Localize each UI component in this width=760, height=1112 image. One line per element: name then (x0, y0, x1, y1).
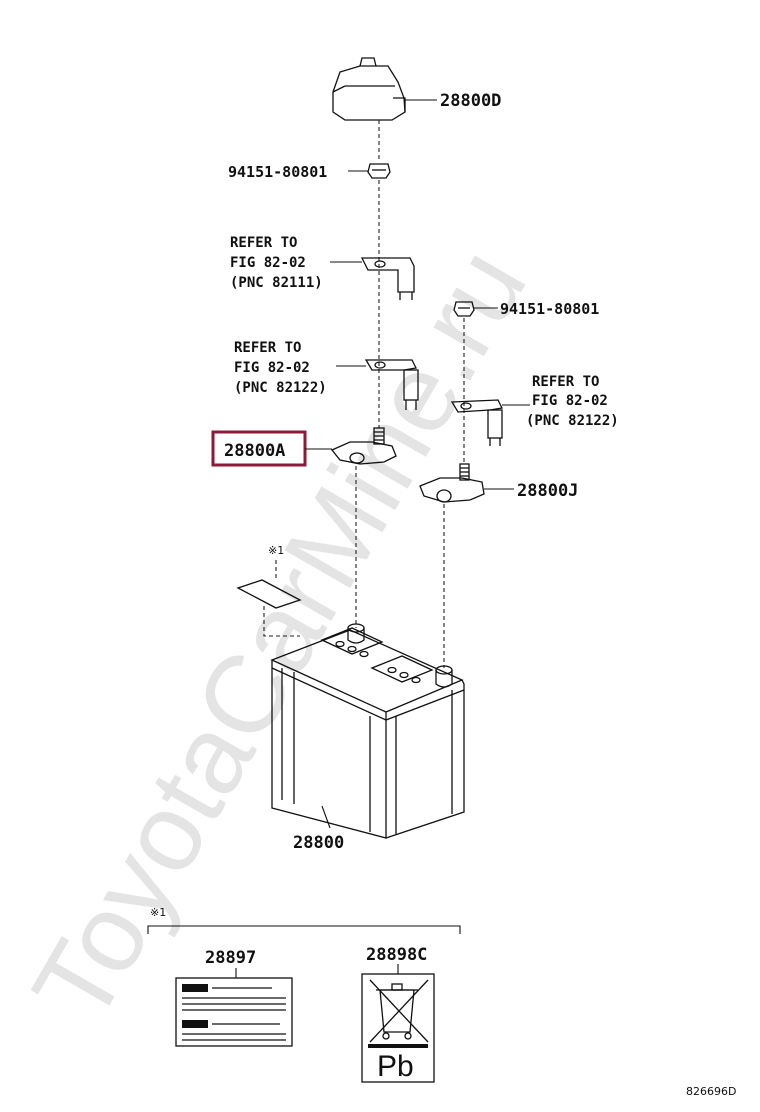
label-nut-top[interactable]: 94151-80801 (228, 163, 327, 181)
positive-terminal-part[interactable] (330, 427, 397, 465)
ref3-line3: (PNC 82122) (526, 413, 619, 429)
label-nut-right[interactable]: 94151-80801 (500, 300, 599, 318)
ref2-line2: FIG 82-02 (234, 360, 310, 376)
note-mark-bottom: ※1 (150, 906, 166, 919)
label-terminal-neg[interactable]: 28800J (517, 481, 578, 501)
nut-right-part[interactable] (453, 301, 475, 317)
negative-terminal-part[interactable] (419, 463, 485, 503)
label-battery[interactable]: 28800 (293, 833, 344, 853)
cable-terminal-82111 (360, 257, 415, 300)
ref3-line1: REFER TO (532, 374, 599, 390)
label-sticker-on-battery (236, 579, 302, 609)
ref1-line1: REFER TO (230, 235, 297, 251)
ref2-line1: REFER TO (234, 340, 301, 356)
cable-terminal-82122-right (450, 399, 503, 446)
note-mark-top: ※1 (268, 544, 284, 557)
terminal-cover-part[interactable] (332, 57, 406, 121)
recycle-label-part[interactable]: Pb (361, 973, 435, 1083)
ref1-line3: (PNC 82111) (230, 275, 323, 291)
recycle-pb-text: Pb (377, 1050, 414, 1083)
battery-part[interactable] (270, 623, 465, 839)
label-recycle-number[interactable]: 28898C (366, 945, 427, 965)
caution-label-part[interactable] (175, 977, 293, 1047)
drawing-id: 826696D (686, 1085, 736, 1098)
label-terminal-pos[interactable]: 28800A (224, 441, 285, 461)
ref1-line2: FIG 82-02 (230, 255, 306, 271)
nut-top-part[interactable] (367, 163, 391, 179)
label-caution-number[interactable]: 28897 (205, 948, 256, 968)
label-cover[interactable]: 28800D (440, 91, 501, 111)
cable-terminal-82122-left (364, 359, 419, 410)
ref3-line2: FIG 82-02 (532, 393, 608, 409)
ref2-line3: (PNC 82122) (234, 380, 327, 396)
